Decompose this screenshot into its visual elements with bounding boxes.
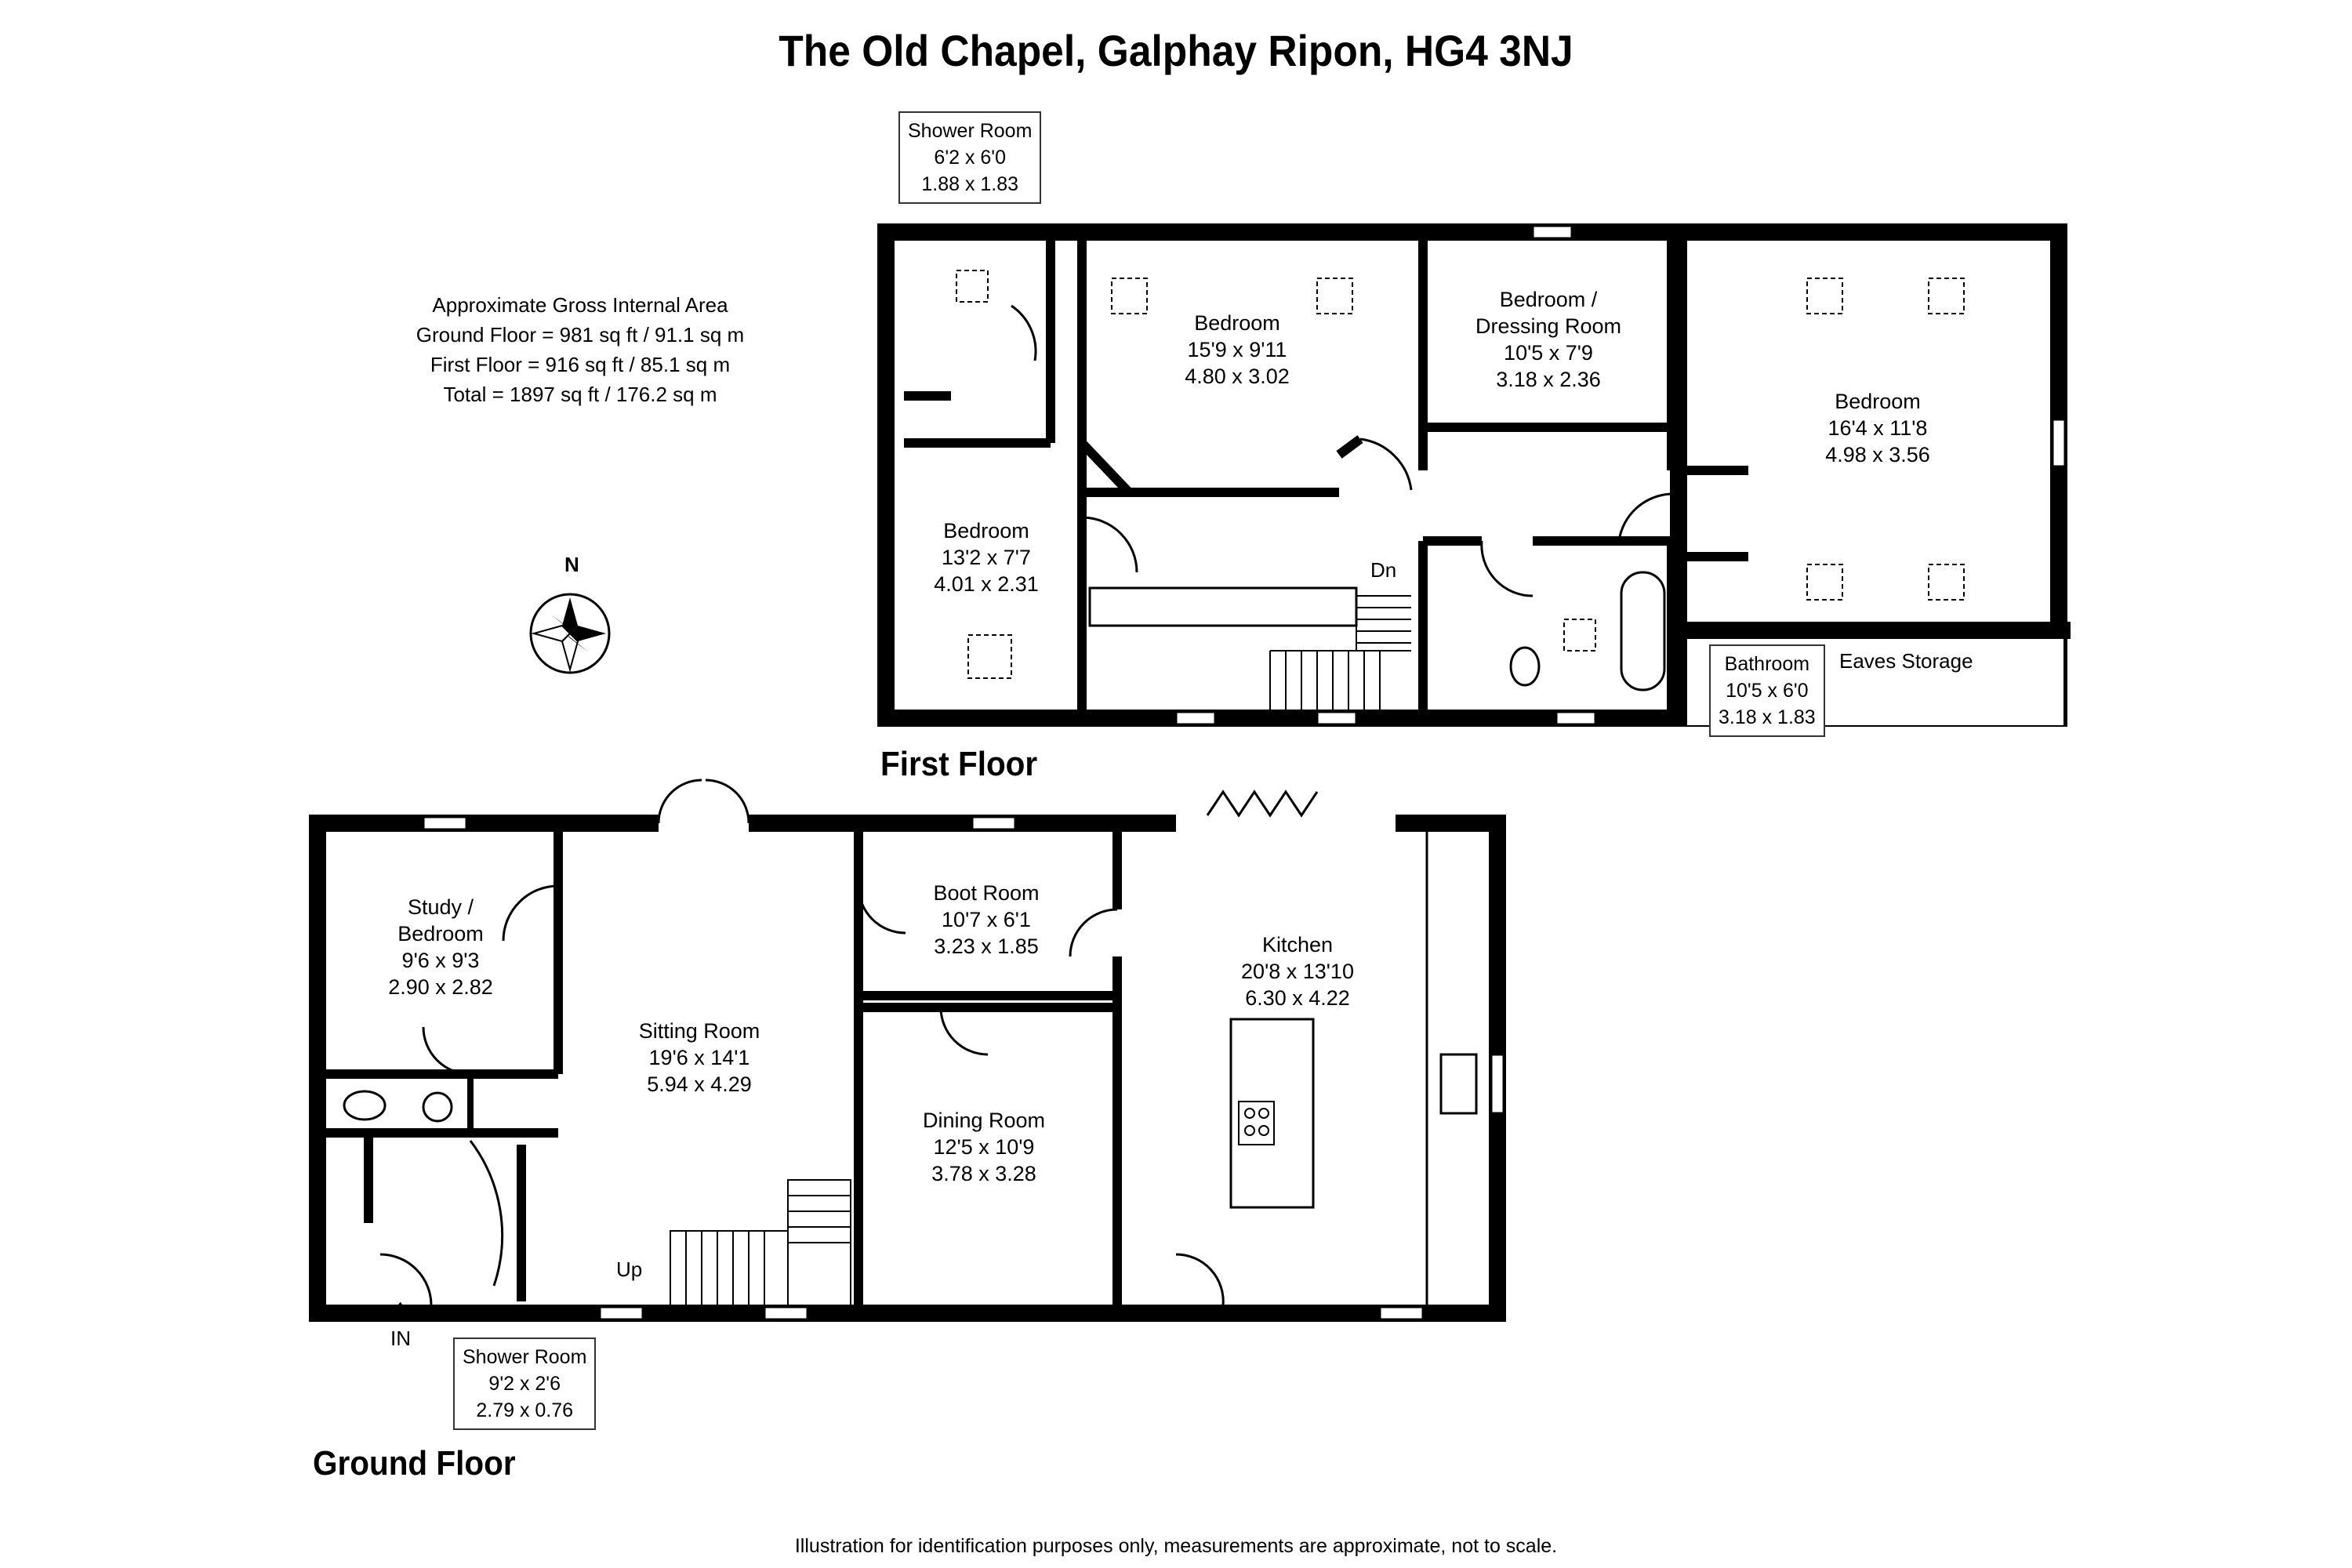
room-metric: 3.78 x 3.28 xyxy=(931,1162,1036,1185)
room-name: Bathroom xyxy=(1724,653,1810,675)
room-imperial: 6'2 x 6'0 xyxy=(934,147,1006,169)
area-total: Total = 1897 sq ft / 176.2 sq m xyxy=(443,383,717,406)
ground-study-bedroom: Study / Bedroom 9'6 x 9'3 2.90 x 2.82 xyxy=(388,894,493,1000)
room-metric: 4.98 x 3.56 xyxy=(1825,443,1930,466)
room-imperial: 16'4 x 11'8 xyxy=(1828,416,1928,440)
stairs-up-label: Up xyxy=(616,1258,643,1281)
room-name-line2: Dressing Room xyxy=(1475,314,1622,338)
room-metric: 6.30 x 4.22 xyxy=(1245,986,1350,1010)
first-shower-room-box: Shower Room 6'2 x 6'0 1.88 x 1.83 xyxy=(898,111,1042,204)
room-name: Bedroom / xyxy=(1499,288,1598,311)
room-metric: 4.01 x 2.31 xyxy=(934,572,1039,596)
ground-boot-room: Boot Room 10'7 x 6'1 3.23 x 1.85 xyxy=(933,880,1039,960)
room-imperial: 10'7 x 6'1 xyxy=(942,908,1031,931)
ground-kitchen: Kitchen 20'8 x 13'10 6.30 x 4.22 xyxy=(1241,931,1354,1011)
ground-floor-plan xyxy=(309,779,1506,1322)
room-metric: 2.79 x 0.76 xyxy=(476,1399,574,1421)
room-name: Boot Room xyxy=(933,881,1040,905)
first-bedroom-small: Bedroom 13'2 x 7'7 4.01 x 2.31 xyxy=(934,517,1039,597)
ground-floor-label: Ground Floor xyxy=(313,1444,516,1483)
room-name-line2: Bedroom xyxy=(397,922,484,946)
room-name: Shower Room xyxy=(908,120,1033,142)
room-name: Kitchen xyxy=(1261,933,1334,956)
area-heading: Approximate Gross Internal Area xyxy=(432,293,728,317)
room-name: Bedroom xyxy=(1835,390,1921,413)
first-floor-label: First Floor xyxy=(880,745,1038,783)
area-first: First Floor = 916 sq ft / 85.1 sq m xyxy=(430,353,731,376)
first-bedroom-main: Bedroom 15'9 x 9'11 4.80 x 3.02 xyxy=(1185,310,1290,390)
stairs-down-label: Dn xyxy=(1370,558,1397,582)
room-imperial: 9'6 x 9'3 xyxy=(401,949,480,972)
room-name: Bedroom xyxy=(1194,311,1280,335)
room-imperial: 20'8 x 13'10 xyxy=(1241,960,1354,983)
room-imperial: 13'2 x 7'7 xyxy=(942,546,1031,569)
room-name: Bedroom xyxy=(943,519,1029,543)
compass-rose-icon xyxy=(529,593,611,674)
room-metric: 5.94 x 4.29 xyxy=(647,1073,752,1096)
room-name: Shower Room xyxy=(463,1346,587,1368)
page-title: The Old Chapel, Galphay Ripon, HG4 3NJ xyxy=(779,26,1573,75)
first-floor-plan xyxy=(877,223,2071,727)
entrance-label: IN xyxy=(390,1327,411,1350)
eaves-storage-label: Eaves Storage xyxy=(1839,649,1973,673)
room-imperial: 19'6 x 14'1 xyxy=(648,1046,750,1069)
disclaimer: Illustration for identification purposes… xyxy=(794,1535,1558,1557)
compass-label: N xyxy=(564,553,579,576)
room-imperial: 15'9 x 9'11 xyxy=(1187,338,1287,361)
room-imperial: 10'5 x 6'0 xyxy=(1726,680,1809,702)
ground-sitting-room: Sitting Room 19'6 x 14'1 5.94 x 4.29 xyxy=(639,1018,760,1098)
entrance-arrow-icon: ↑ xyxy=(394,1294,407,1323)
room-name: Study / xyxy=(407,895,474,919)
room-imperial: 10'5 x 7'9 xyxy=(1504,341,1593,365)
room-metric: 1.88 x 1.83 xyxy=(921,173,1019,195)
ground-shower-room-box: Shower Room 9'2 x 2'6 2.79 x 0.76 xyxy=(453,1338,597,1430)
ground-dining-room: Dining Room 12'5 x 10'9 3.78 x 3.28 xyxy=(923,1107,1045,1187)
room-metric: 2.90 x 2.82 xyxy=(388,975,493,999)
first-bedroom-dressing: Bedroom / Dressing Room 10'5 x 7'9 3.18 … xyxy=(1475,286,1621,393)
room-metric: 3.18 x 1.83 xyxy=(1719,706,1816,728)
room-name: Sitting Room xyxy=(638,1019,760,1043)
room-metric: 3.18 x 2.36 xyxy=(1496,368,1601,391)
first-bedroom-large: Bedroom 16'4 x 11'8 4.98 x 3.56 xyxy=(1825,388,1930,468)
room-metric: 3.23 x 1.85 xyxy=(934,935,1039,958)
room-imperial: 9'2 x 2'6 xyxy=(488,1373,561,1395)
area-ground: Ground Floor = 981 sq ft / 91.1 sq m xyxy=(416,323,745,347)
room-metric: 4.80 x 3.02 xyxy=(1185,365,1290,388)
gross-area-summary: Approximate Gross Internal Area Ground F… xyxy=(345,290,815,409)
room-name: Dining Room xyxy=(922,1109,1046,1132)
room-imperial: 12'5 x 10'9 xyxy=(933,1135,1035,1159)
first-bathroom-box: Bathroom 10'5 x 6'0 3.18 x 1.83 xyxy=(1709,644,1825,737)
